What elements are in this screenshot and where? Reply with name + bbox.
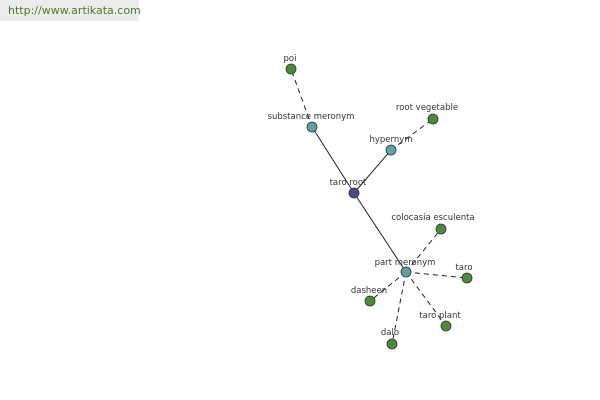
node-taro[interactable]: taro [455, 263, 473, 284]
node-dasheen[interactable]: dasheen [351, 286, 387, 307]
nodes-layer: taro root substance meronym hypernym part m… [268, 54, 475, 350]
node-circle-part-meronym[interactable] [400, 266, 412, 278]
node-taro-plant[interactable]: taro plant [419, 311, 461, 332]
node-circle-dalo[interactable] [386, 338, 398, 350]
edge-taro-root-to-part-meronym [353, 192, 407, 273]
node-label-taro: taro [455, 263, 472, 273]
node-circle-poi[interactable] [285, 63, 297, 75]
node-circle-root-vegetable[interactable] [427, 113, 439, 125]
node-label-root-vegetable: root vegetable [396, 103, 458, 113]
node-circle-dasheen[interactable] [364, 295, 376, 307]
node-root-vegetable[interactable]: root vegetable [396, 103, 458, 125]
node-label-part-meronym: part meronym [375, 258, 436, 268]
node-circle-hypernym[interactable] [385, 144, 397, 156]
edge-taro-root-to-substance-meronym [311, 126, 355, 194]
edge-part-meronym-to-taro-plant [405, 271, 447, 327]
node-circle-taro-root[interactable] [348, 187, 360, 199]
node-substance-meronym[interactable]: substance meronym [268, 112, 355, 133]
node-label-colocasia-esculenta: colocasia esculenta [391, 213, 474, 223]
edges-layer [290, 68, 468, 345]
edge-taro-root-to-hypernym [353, 149, 392, 194]
edge-part-meronym-to-colocasia-esculenta [405, 228, 442, 273]
node-part-meronym[interactable]: part meronym [375, 258, 436, 278]
node-colocasia-esculenta[interactable]: colocasia esculenta [391, 213, 475, 235]
node-label-taro-plant: taro plant [419, 311, 461, 321]
site-url-link[interactable]: http://www.artikata.com [8, 4, 141, 17]
edge-part-meronym-to-dalo [391, 271, 407, 345]
node-label-hypernym: hypernym [369, 135, 412, 145]
node-circle-colocasia-esculenta[interactable] [435, 223, 447, 235]
node-label-taro-root: taro root [330, 178, 367, 188]
node-label-poi: poi [284, 54, 297, 64]
node-label-substance-meronym: substance meronym [268, 112, 355, 122]
node-circle-substance-meronym[interactable] [306, 121, 318, 133]
node-label-dalo: dalo [381, 328, 399, 338]
url-banner: http://www.artikata.com [0, 0, 141, 21]
node-label-dasheen: dasheen [351, 286, 387, 296]
edge-part-meronym-to-taro [405, 271, 468, 279]
node-dalo[interactable]: dalo [381, 328, 399, 350]
node-circle-taro-plant[interactable] [440, 320, 452, 332]
node-circle-taro[interactable] [461, 272, 473, 284]
node-taro-root[interactable]: taro root [330, 178, 367, 199]
edge-substance-meronym-to-poi [290, 68, 313, 128]
edge-part-meronym-to-dasheen [369, 271, 407, 302]
node-poi[interactable]: poi [284, 54, 297, 75]
node-hypernym[interactable]: hypernym [369, 135, 413, 156]
